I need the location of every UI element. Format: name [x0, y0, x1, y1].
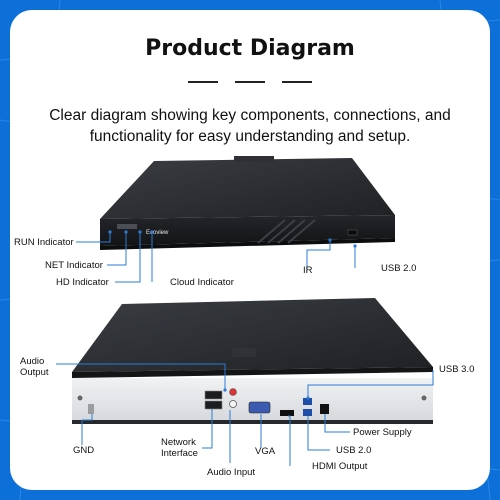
label-audio-input: Audio Input — [207, 467, 256, 478]
network-port — [204, 400, 223, 410]
label-run-indicator: RUN Indicator — [14, 237, 74, 248]
label-hdmi-output: HDMI Output — [312, 461, 368, 472]
title-dash — [235, 81, 265, 83]
label-usb2: USB 2.0 — [336, 445, 372, 456]
nvr-rear-view — [72, 298, 433, 424]
vga-port — [248, 401, 271, 414]
usb3-port — [303, 398, 312, 405]
label-power-supply: Power Supply — [353, 427, 412, 438]
audio-output-jack — [229, 388, 237, 396]
label-usb3: USB 3.0 — [439, 364, 475, 375]
front-face — [100, 215, 395, 246]
rear-top-vent — [232, 348, 256, 357]
callout-lines — [56, 232, 434, 466]
page-subtitle: Clear diagram showing key components, co… — [49, 107, 451, 145]
audio-input-jack — [229, 400, 237, 408]
panel-screw — [77, 395, 83, 401]
nvr-front-view: Ecoview — [100, 156, 395, 250]
label-gnd: GND — [73, 445, 95, 456]
label-audio-output: Audio Output — [20, 356, 49, 378]
label-hd-indicator: HD Indicator — [56, 277, 109, 288]
hdmi-port — [280, 410, 294, 416]
brand-logo: Ecoview — [146, 230, 169, 236]
title-dash — [282, 81, 312, 83]
model-tag — [117, 224, 137, 229]
gnd-terminal — [88, 404, 94, 414]
callout-dots — [108, 230, 357, 400]
front-usb-port — [347, 229, 358, 236]
power-socket — [320, 404, 329, 414]
page-title: Product Diagram — [145, 36, 355, 61]
rear-top-surface — [72, 298, 433, 372]
top-vent — [234, 156, 274, 162]
label-network-interface: Network Interface — [161, 437, 198, 459]
front-top-surface — [100, 158, 395, 219]
panel-screw — [421, 395, 427, 401]
label-front-usb: USB 2.0 — [381, 263, 417, 274]
label-ir: IR — [303, 265, 313, 276]
label-cloud-indicator: Cloud Indicator — [170, 277, 234, 288]
title-dash — [188, 81, 218, 83]
network-port — [204, 390, 223, 400]
usb2-port — [303, 409, 312, 416]
front-grille — [257, 219, 316, 244]
label-net-indicator: NET Indicator — [45, 260, 103, 271]
label-vga: VGA — [255, 446, 276, 457]
